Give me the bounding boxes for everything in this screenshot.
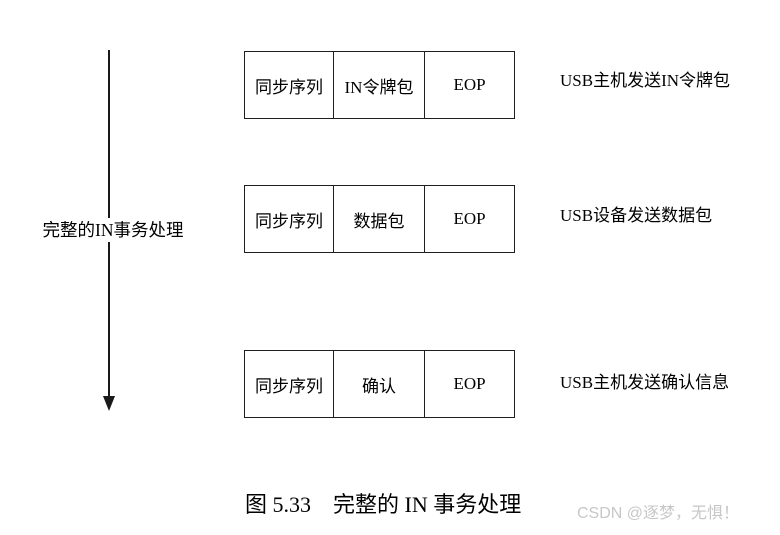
packet-box-ack: 同步序列 确认 EOP xyxy=(244,350,515,418)
packet-box-data: 同步序列 数据包 EOP xyxy=(244,185,515,253)
timeline-arrowhead-icon xyxy=(103,396,115,411)
timeline-label: 完整的IN事务处理 xyxy=(30,218,196,242)
packet-cell-payload: IN令牌包 xyxy=(334,51,425,119)
packet-box-in-token: 同步序列 IN令牌包 EOP xyxy=(244,51,515,119)
packet-cell-sync: 同步序列 xyxy=(244,51,334,119)
packet-cell-payload: 数据包 xyxy=(334,185,425,253)
packet-cell-sync: 同步序列 xyxy=(244,350,334,418)
packet-cell-eop: EOP xyxy=(425,185,515,253)
packet-description-in-token: USB主机发送IN令牌包 xyxy=(560,71,731,90)
packet-cell-payload: 确认 xyxy=(334,350,425,418)
csdn-watermark: CSDN @逐梦，无惧！ xyxy=(577,505,740,522)
packet-cell-sync: 同步序列 xyxy=(244,185,334,253)
packet-description-ack: USB主机发送确认信息 xyxy=(560,373,730,392)
packet-description-data: USB设备发送数据包 xyxy=(560,206,713,225)
packet-cell-eop: EOP xyxy=(425,350,515,418)
figure-caption: 图 5.33 完整的 IN 事务处理 xyxy=(245,492,522,517)
packet-cell-eop: EOP xyxy=(425,51,515,119)
